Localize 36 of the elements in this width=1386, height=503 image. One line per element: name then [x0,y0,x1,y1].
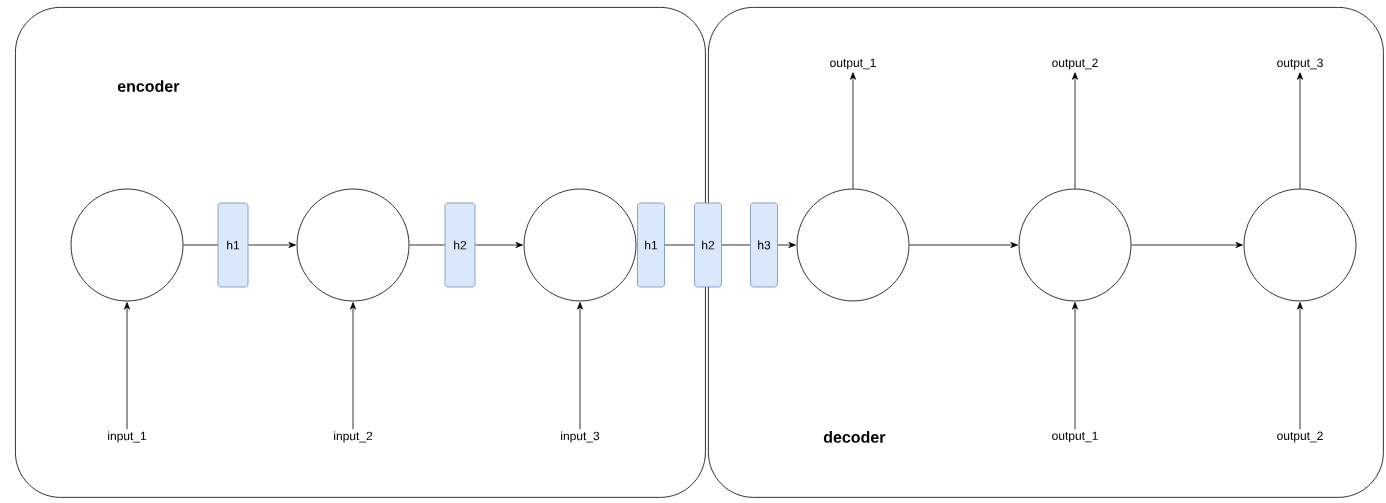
io-label: input_2 [334,431,373,443]
arrow [850,72,856,189]
arrow [1072,72,1078,189]
io-label: output_2 [1052,58,1098,70]
hidden-state-box: h1 [637,202,665,288]
io-label: input_3 [561,431,600,443]
connector-line [721,244,751,246]
cell-circle [523,188,637,302]
io-label: output_1 [830,58,876,70]
connector-line [664,244,695,246]
arrow [124,302,130,430]
hidden-state-box: h2 [694,202,722,288]
arrow [909,242,1018,248]
hidden-state-box: h1 [217,202,249,288]
arrow [577,302,583,430]
cell-circle [1018,188,1132,302]
hidden-state-box: h2 [444,202,476,288]
io-label: output_2 [1277,431,1323,443]
arrow [1297,302,1303,430]
cell-circle [1243,188,1357,302]
connector-line [409,244,445,246]
arrow [1297,72,1303,189]
cell-circle [70,188,184,302]
arrow [1072,302,1078,430]
cell-circle [796,188,910,302]
arrow [1131,242,1243,248]
io-label: input_1 [108,431,147,443]
io-label: output_1 [1052,431,1098,443]
cell-circle [296,188,410,302]
arrow [350,302,356,430]
arrow [777,242,796,248]
hidden-state-box: h3 [750,202,778,288]
arrow [248,242,296,248]
arrow [475,242,523,248]
io-label: output_3 [1277,58,1323,70]
connector-line [183,244,218,246]
